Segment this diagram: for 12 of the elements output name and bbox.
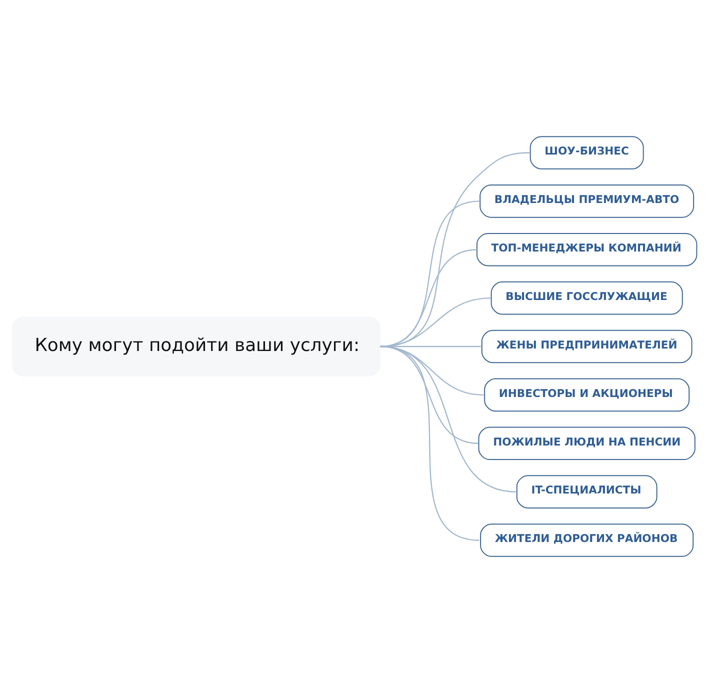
node-box: Кому могут подойти ваши услуги: (12, 316, 381, 376)
connector (380, 152, 530, 347)
node-box: ВЛАДЕЛЬЦЫ ПРЕМИУМ-АВТО (480, 184, 694, 218)
node-box: ИНВЕСТОРЫ И АКЦИОНЕРЫ (484, 378, 690, 412)
node-box: ЖИТЕЛИ ДОРОГИХ РАЙОНОВ (480, 523, 694, 556)
node-box: ЖЕНЫ ПРЕДПРИНИМАТЕЛЕЙ (481, 329, 692, 363)
node-box: ПОЖИЛЫЕ ЛЮДИ НА ПЕНСИИ (478, 426, 696, 460)
node-box: ШОУ-БИЗНЕС (530, 136, 644, 169)
node-box: ТОП-МЕНЕДЖЕРЫ КОМПАНИЙ (476, 232, 698, 266)
connector (380, 345, 480, 540)
node-box: ВЫСШИЕ ГОССЛУЖАЩИЕ (490, 280, 683, 314)
node-box: IT-СПЕЦИАЛИСТЫ (516, 474, 658, 508)
